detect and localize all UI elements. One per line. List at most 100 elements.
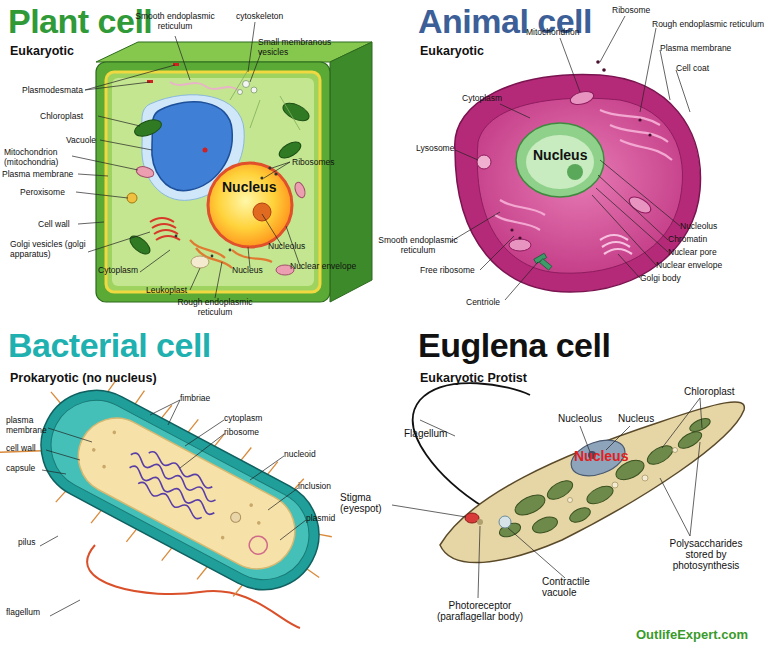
part-label: plasma membrane [6, 416, 56, 435]
part-label: plasmid [306, 514, 366, 524]
animal-cell-drawing-part-part [638, 118, 641, 121]
plant-cell-drawing-part [191, 256, 209, 268]
part-label: Small membranous vesicles [258, 38, 348, 57]
bacterial-cell-drawing-part-part-part [112, 430, 117, 435]
part-label: Rough endoplasmic reticulum [170, 298, 260, 317]
plant-cell-drawing-part [112, 78, 314, 286]
part-label: Nucleolus [680, 222, 750, 232]
part-label: Vacuole [66, 136, 116, 146]
part-label: Chloroplast [40, 112, 110, 122]
part-label: flagellum [6, 608, 66, 618]
plant-cell-drawing-part [170, 82, 238, 90]
animal-cell-drawing-part [600, 235, 632, 254]
part-label: Contractile vacuole [542, 576, 604, 598]
euglena-cell-drawing-part [465, 513, 479, 523]
part-label: Chloroplast [684, 386, 764, 397]
bacterial-cell-drawing-part-part-part [135, 390, 144, 405]
part-label: Centriole [466, 298, 526, 308]
bacterial-cell-drawing [0, 344, 358, 630]
plant-cell-drawing-part [150, 218, 180, 240]
animal-cell-drawing-part [516, 123, 604, 197]
animal-cell-drawing-part-part [596, 60, 600, 64]
plant-cell-drawing-part-part [127, 233, 153, 258]
part-label: cytoskeleton [236, 12, 306, 22]
bacterial-cell-drawing-part-part-part [126, 528, 136, 544]
plant-cell-drawing-part [106, 72, 320, 292]
part-label: Plasma membrane [660, 44, 750, 54]
bacterial-cell-drawing-part-part [65, 405, 308, 582]
part-label: Lysosome [416, 144, 476, 154]
cell-type: Eukaryotic Protist [420, 371, 620, 385]
part-label: Rough endoplasmic reticulum [652, 20, 768, 30]
part-label: Photoreceptor (paraflagellar body) [424, 600, 536, 622]
plant-cell-drawing-part [147, 63, 179, 83]
bacterial-cell-drawing-part-part [119, 443, 226, 525]
bacterial-cell-drawing-part-part-part [102, 464, 107, 469]
plant-cell-drawing-part-part [280, 100, 311, 125]
nucleus-label: Nucleus [533, 148, 603, 164]
plant-cell-drawing-part [230, 70, 300, 130]
part-label: Ribosomes [292, 158, 352, 168]
plant-cell-drawing-part [127, 193, 137, 203]
part-label: Golgi vesicles (golgi apparatus) [10, 240, 90, 259]
plant-cell-drawing-part [135, 165, 307, 275]
bacterial-cell-drawing-part-part [229, 511, 243, 525]
part-label: Mitochondrion (mitochondria) [4, 148, 74, 167]
euglena-cell-drawing-part-part [642, 475, 648, 481]
part-label: Cell coat [676, 64, 736, 74]
panel-title: Bacterial cell [8, 328, 378, 362]
part-label: nucleoid [284, 450, 344, 460]
animal-cell-drawing-part-part [602, 68, 606, 72]
animal-cell-drawing-part [510, 60, 651, 239]
animal-cell-drawing-part-part [518, 236, 521, 239]
plant-cell-drawing-part-part [243, 81, 250, 88]
euglena-cell-drawing-part [499, 516, 511, 528]
euglena-cell-drawing-part-part [567, 505, 592, 525]
euglena-cell-drawing-part-part [644, 442, 675, 468]
euglena-cell-drawing-part-part [512, 491, 548, 519]
bacterial-cell-drawing-part-part-part [162, 404, 172, 420]
plant-cell-drawing-part [208, 163, 292, 247]
part-label: Peroxisome [20, 188, 80, 198]
animal-cell-drawing-part [567, 164, 583, 180]
animal-cell-drawing-part [477, 98, 682, 273]
animal-cell-drawing-part [534, 253, 552, 270]
part-label: Nuclear envelope [656, 261, 756, 271]
part-label: Nucleolus [558, 413, 618, 424]
part-label: Cytoplasm [462, 94, 522, 104]
plant-cell-drawing-part [190, 240, 272, 268]
part-label: Ribosome [612, 6, 672, 16]
euglena-cell-drawing-part-part [673, 448, 678, 453]
euglena-cell-drawing-part-part [688, 416, 712, 434]
part-label: inclusion [298, 482, 358, 492]
bacterial-cell-drawing-part-part-part [197, 565, 207, 581]
part-label: Golgi body [640, 274, 710, 284]
animal-cell-drawing-part-part [509, 239, 531, 251]
euglena-cell-drawing-part-part [612, 482, 618, 488]
part-label: Nucleolus [268, 242, 328, 252]
part-label: Nucleus [232, 266, 282, 276]
animal-cell-drawing [455, 60, 701, 292]
part-label: pilus [18, 538, 58, 548]
plant-cell-drawing-part-part [238, 90, 243, 95]
part-label: Free ribosome [420, 266, 500, 276]
bacterial-cell-drawing-part-part-part [220, 535, 225, 540]
part-label: capsule [6, 464, 56, 474]
plant-cell-drawing-part-part [274, 172, 277, 175]
nucleus-label: Nucleus [574, 449, 644, 465]
euglena-cell-drawing-part-part [676, 428, 705, 451]
part-label: Chromatin [668, 235, 738, 245]
part-label: Leukoplast [146, 286, 206, 296]
bacterial-cell-drawing-part-part-part [188, 418, 198, 434]
part-label: Nuclear pore [668, 248, 748, 258]
part-label: Stigma (eyespot) [340, 492, 394, 514]
panel-title: Euglena cell [418, 328, 758, 362]
bacterial-cell-drawing-part [0, 344, 358, 630]
plant-cell-drawing-part-part [293, 181, 307, 199]
plant-cell-drawing-part-part [175, 235, 178, 238]
bacterial-cell-drawing-part-part [83, 425, 267, 551]
bacterial-cell-drawing-part-part [246, 533, 270, 557]
euglena-cell-drawing-part [477, 519, 483, 525]
